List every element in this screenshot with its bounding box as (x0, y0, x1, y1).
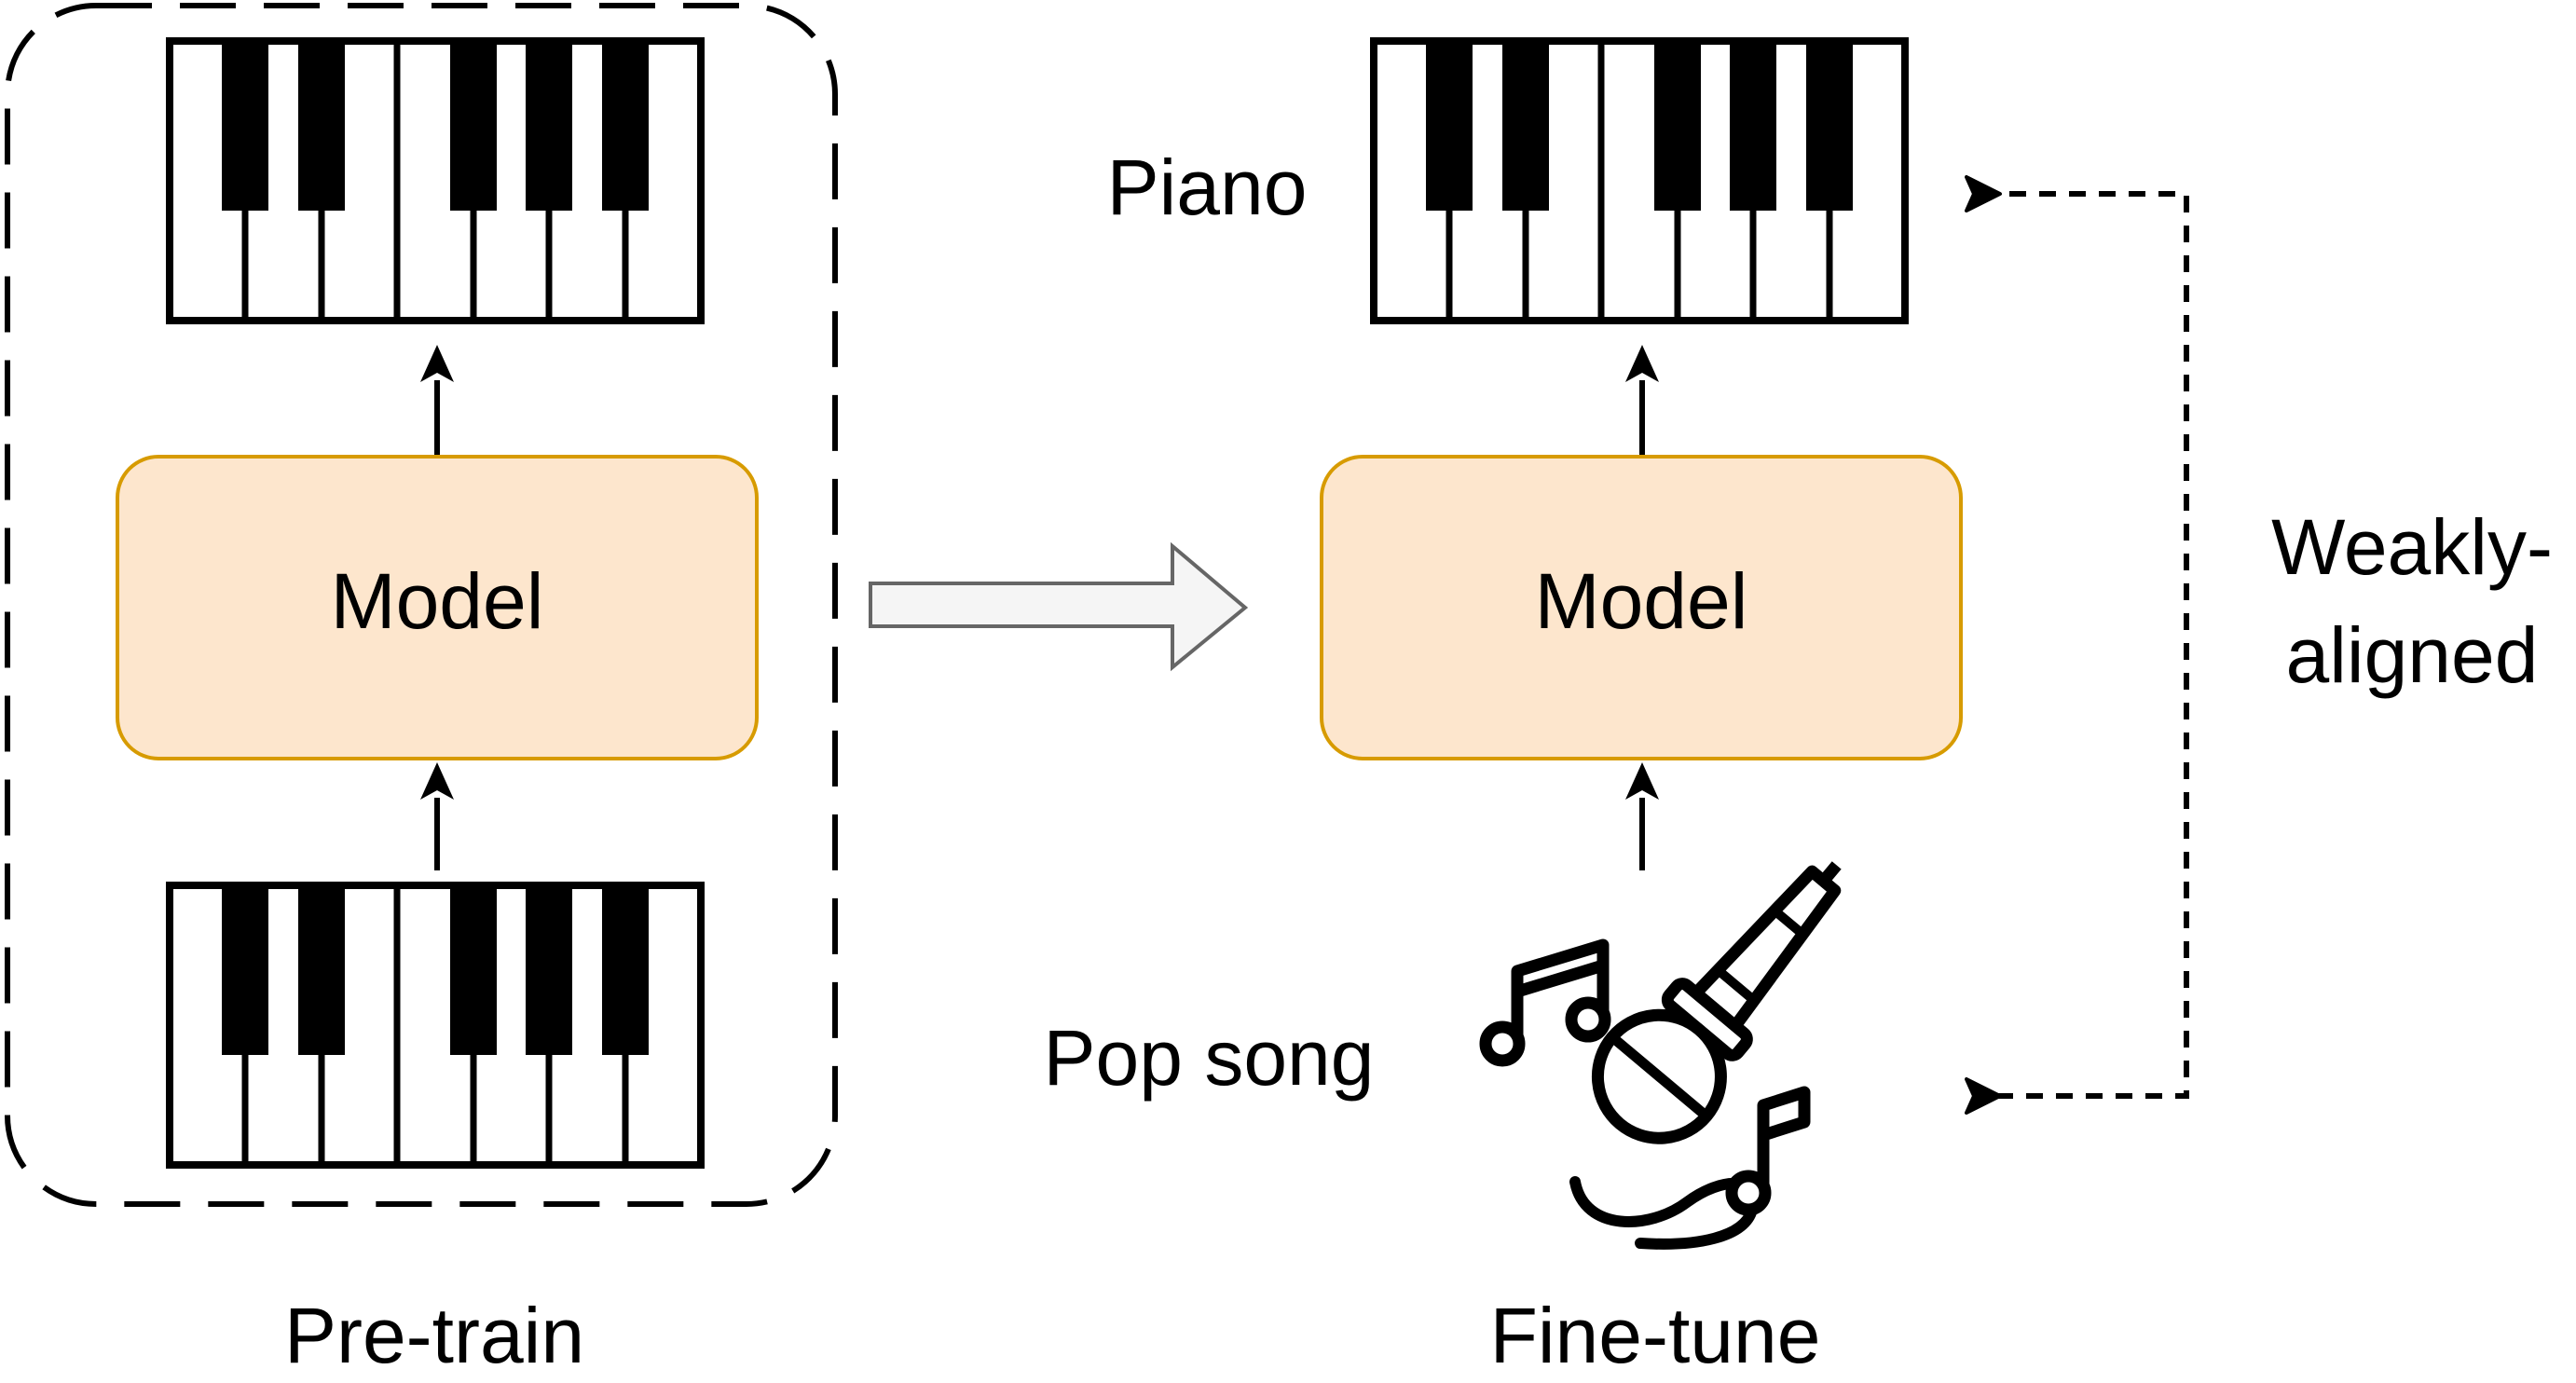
finetune-up-arrow-bottom (1625, 762, 1659, 870)
weakly-aligned-arrowhead-top (1965, 175, 2002, 212)
karaoke-microphone-icon (1572, 826, 1884, 1250)
music-note-icon (1486, 945, 1605, 1061)
pop-song-label: Pop song (1044, 1014, 1375, 1102)
pretrain-dashed-frame (5, 3, 838, 1207)
finetune-model-label: Model (1535, 557, 1748, 645)
weakly-aligned-arrowhead-bottom (1965, 1077, 2002, 1115)
finetune-label: Fine-tune (1490, 1292, 1821, 1379)
finetune-up-arrow-top (1625, 345, 1659, 455)
pretrain-model-label: Model (331, 557, 544, 645)
weakly-aligned-label-line2: aligned (2286, 611, 2539, 699)
pretrain-model-box (116, 455, 759, 760)
piano-label: Piano (1107, 144, 1308, 231)
pretrain-up-arrow-bottom (420, 762, 454, 870)
transfer-arrow-icon (869, 541, 1249, 672)
finetune-output-piano-icon (1374, 41, 1905, 321)
pretrain-input-piano-icon (170, 885, 701, 1165)
small-music-note-icon (1732, 1092, 1804, 1210)
pretrain-label: Pre-train (284, 1292, 584, 1379)
weakly-aligned-connector (1965, 175, 2189, 1115)
weakly-aligned-label-line1: Weakly- (2271, 503, 2553, 591)
pretrain-output-piano-icon (170, 41, 701, 321)
finetune-model-box (1320, 455, 1963, 760)
pretrain-up-arrow-top (420, 345, 454, 455)
